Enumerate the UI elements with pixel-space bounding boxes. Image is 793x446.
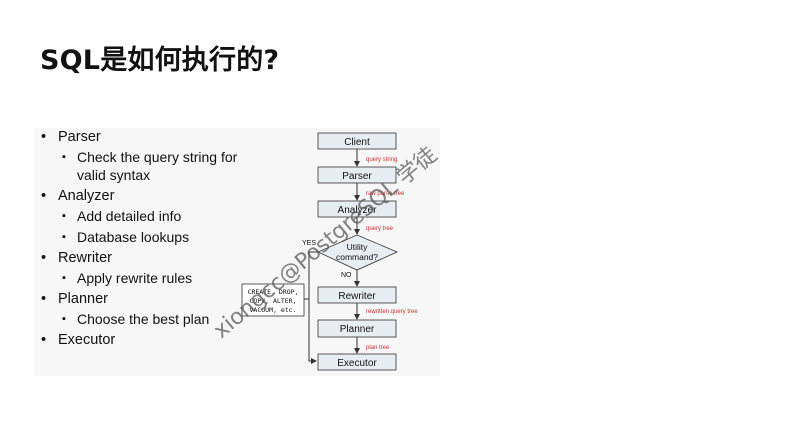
planner-node-label: Planner [340,324,375,335]
utility-decision-label-2: command? [336,252,378,262]
analyzer-node [317,200,397,218]
bullet-list: Parser Check the query string for valid … [40,128,270,352]
bullet-parser-detail-line1: Check the query string for [77,149,238,165]
utility-commands-box [241,283,305,317]
bullet-analyzer: Analyzer [40,187,270,205]
bullet-rewriter-detail: Apply rewrite rules [40,269,270,287]
client-node-label: Client [344,137,370,148]
rewriter-node-label: Rewriter [338,291,376,302]
no-label: NO [341,272,352,279]
page-title: SQL是如何执行的? [40,45,280,76]
edge-label-query-string: query string [366,157,397,163]
utility-commands-line-3: VACUUM, etc. [250,306,297,314]
bullet-analyzer-detail-2: Database lookups [40,228,270,246]
utility-commands-line-2: COPY, ALTER, [250,297,297,305]
edge-label-query-tree: query tree [366,226,394,232]
edge-label-plan-tree: plan tree [366,345,390,351]
parser-node-label: Parser [342,171,372,182]
bullet-parser: Parser [40,128,270,146]
utility-decision-label-1: Utility [347,242,369,252]
bullet-planner: Planner [40,290,270,308]
bullet-parser-detail-line2: valid syntax [77,167,151,183]
rewriter-node [317,286,397,304]
bullet-analyzer-detail-1: Add detailed info [40,207,270,225]
client-node [317,132,397,150]
utility-decision-node [317,234,398,271]
edge-label-raw-parse-tree: raw parse tree [366,191,405,197]
edge-label-rewritten-query-tree: rewritten query tree [366,309,418,315]
yes-label: YES [302,240,316,247]
planner-node [317,319,397,338]
bullet-parser-detail: Check the query string for valid syntax [40,148,270,184]
bullet-planner-detail: Choose the best plan [40,310,270,328]
bullet-executor: Executor [40,331,270,349]
arrow-yes-branch [308,251,318,364]
executor-node [317,353,397,371]
executor-node-label: Executor [337,358,377,369]
bullet-rewriter: Rewriter [40,249,270,267]
parser-node [317,166,397,184]
utility-commands-line-1: CREATE, DROP, [248,288,299,296]
analyzer-node-label: Analyzer [338,205,378,216]
